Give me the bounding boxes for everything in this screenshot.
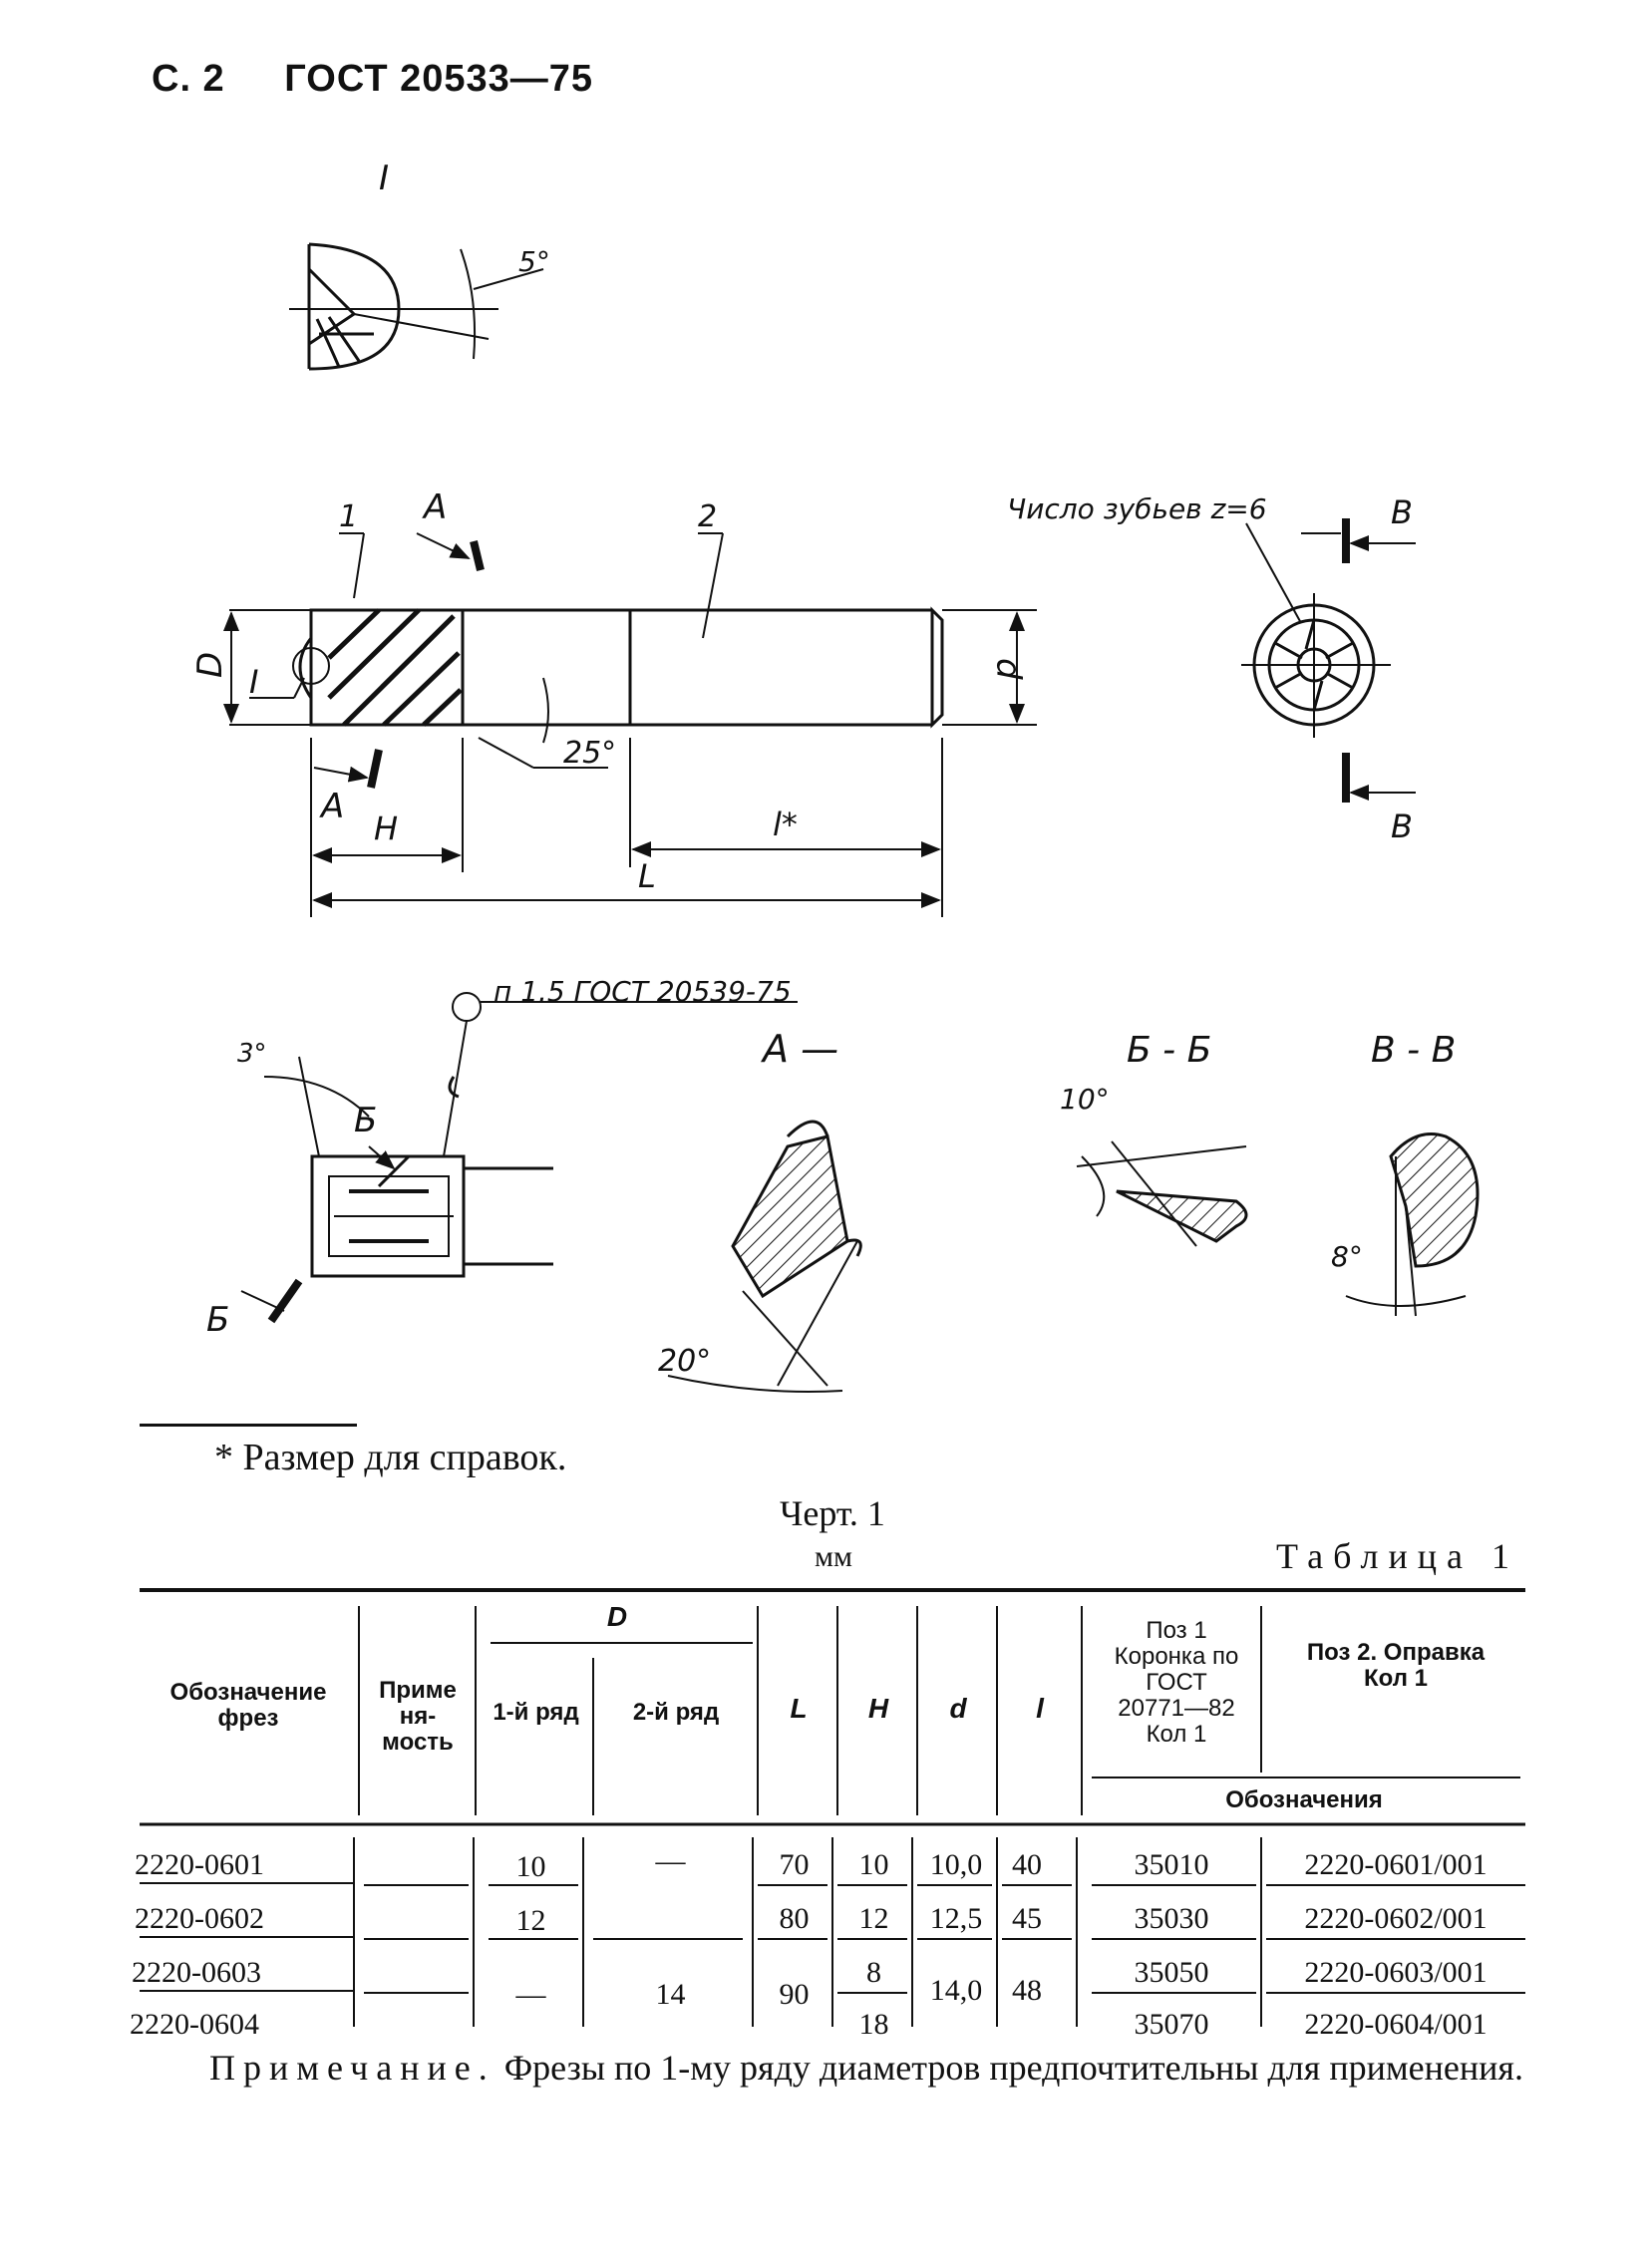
drawing-caption: Черт. 1	[780, 1493, 885, 1533]
cell-H: 10	[858, 1848, 889, 1881]
label-angle-3: 3°	[237, 1039, 267, 1069]
label-angle-25: 25°	[563, 736, 616, 771]
label-dim-d: d	[988, 658, 1028, 680]
header-row2: 2-й ряд	[632, 1699, 720, 1726]
label-section-VV: В - В	[1371, 1030, 1456, 1071]
label-view-I: I	[379, 159, 389, 198]
cell-pos1: 35030	[1134, 1902, 1209, 1935]
label-angle-8: 8°	[1331, 1240, 1363, 1273]
section-VV	[1345, 1132, 1480, 1317]
section-A	[667, 1120, 862, 1393]
cell-designation: 2220-0604	[130, 2008, 259, 2041]
label-section-A: А —	[760, 1027, 838, 1071]
header-row1: 1-й ряд	[493, 1699, 579, 1726]
label-teeth-note: Число зубьев z=6	[1007, 492, 1267, 525]
label-dim-D: D	[190, 652, 230, 678]
footnote: * Размер для справок.	[214, 1437, 567, 1478]
cell-l: 45	[1012, 1902, 1042, 1935]
cell-designation: 2220-0602	[135, 1902, 264, 1935]
cell-designation: 2220-0603	[132, 1956, 261, 1989]
header-H: H	[867, 1693, 889, 1724]
label-detail-I: I	[249, 663, 258, 701]
main-view	[223, 532, 1037, 917]
header-l: l	[1036, 1693, 1044, 1724]
header-designations: Обозначения	[1225, 1786, 1383, 1813]
table-grid	[140, 1588, 1525, 2027]
cell-L: 90	[779, 1978, 810, 2011]
label-angle-5: 5°	[518, 245, 550, 278]
cell-pos2: 2220-0601/001	[1304, 1848, 1487, 1881]
label-B-top: В	[1391, 493, 1413, 531]
label-dim-l: l*	[773, 806, 798, 843]
label-B-section-mark-2: Б	[206, 1300, 229, 1340]
cell-L: 70	[779, 1848, 810, 1881]
label-A-top: A	[422, 487, 447, 527]
header-d: d	[949, 1693, 967, 1724]
label-section-BB: Б - Б	[1127, 1030, 1211, 1071]
section-BB	[1076, 1140, 1248, 1247]
header-L: L	[790, 1693, 808, 1724]
end-view	[1241, 518, 1416, 803]
label-A-bottom: A	[319, 787, 344, 826]
standard-number: ГОСТ 20533—75	[284, 58, 594, 100]
label-dim-H: H	[374, 809, 398, 847]
note-text: Фрезы по 1-му ряду диаметров предпочтите…	[503, 2048, 1523, 2088]
cell-D2: 14	[655, 1978, 686, 2011]
cell-pos2: 2220-0604/001	[1304, 2008, 1487, 2041]
cell-H: 18	[858, 2008, 889, 2041]
detail-I	[289, 242, 544, 371]
table-title: Таблица 1	[1276, 1536, 1519, 1576]
label-ref-note: п 1.5 ГОСТ 20539-75	[494, 975, 792, 1008]
page-number: С. 2	[152, 58, 225, 100]
units-label: мм	[815, 1540, 852, 1573]
cell-d: 10,0	[929, 1848, 983, 1881]
label-B-bottom: В	[1391, 808, 1413, 845]
label-angle-20: 20°	[658, 1344, 711, 1379]
header-pos2: Поз 2. Оправка Кол 1	[1306, 1639, 1486, 1692]
label-pos-1: 1	[339, 499, 358, 534]
label-pos-2: 2	[698, 499, 717, 534]
cell-D2: —	[655, 1844, 686, 1877]
label-angle-10: 10°	[1060, 1083, 1110, 1116]
cell-L: 80	[779, 1902, 810, 1935]
cell-d: 12,5	[929, 1902, 983, 1935]
table-note: Примечание. Фрезы по 1-му ряду диаметров…	[140, 2046, 1525, 2090]
footnote-divider	[140, 1424, 357, 1427]
label-B-section-mark: Б	[354, 1101, 377, 1140]
note-prefix: Примечание.	[209, 2048, 496, 2088]
cell-pos1: 35050	[1134, 1956, 1209, 1989]
cell-pos1: 35010	[1134, 1848, 1209, 1881]
header-D: D	[606, 1601, 628, 1632]
page-header: С. 2 ГОСТ 20533—75	[152, 58, 641, 101]
cell-pos2: 2220-0602/001	[1304, 1902, 1487, 1935]
label-dim-L: L	[638, 857, 656, 895]
cell-D1: —	[515, 1978, 546, 2011]
cell-D1: 12	[515, 1904, 546, 1937]
dimensions-table: Обозначение фрез Приме ня- мость D 1-й р…	[130, 1588, 1525, 2042]
cell-pos2: 2220-0603/001	[1304, 1956, 1487, 1989]
cell-H: 12	[858, 1902, 889, 1935]
cell-pos1: 35070	[1134, 2008, 1209, 2041]
header-designation: Обозначение фрез	[169, 1679, 327, 1732]
cell-D1: 10	[515, 1850, 546, 1883]
header-applicability: Приме ня- мость	[379, 1677, 457, 1756]
cell-l: 40	[1012, 1848, 1042, 1881]
header-pos1: Поз 1 Коронка по ГОСТ 20771—82 Кол 1	[1114, 1617, 1239, 1748]
cell-designation: 2220-0601	[135, 1848, 264, 1881]
cell-d: 14,0	[929, 1974, 983, 2007]
crown-detail-view	[240, 992, 798, 1324]
cell-H: 8	[866, 1956, 881, 1989]
cell-l: 48	[1012, 1974, 1042, 2007]
